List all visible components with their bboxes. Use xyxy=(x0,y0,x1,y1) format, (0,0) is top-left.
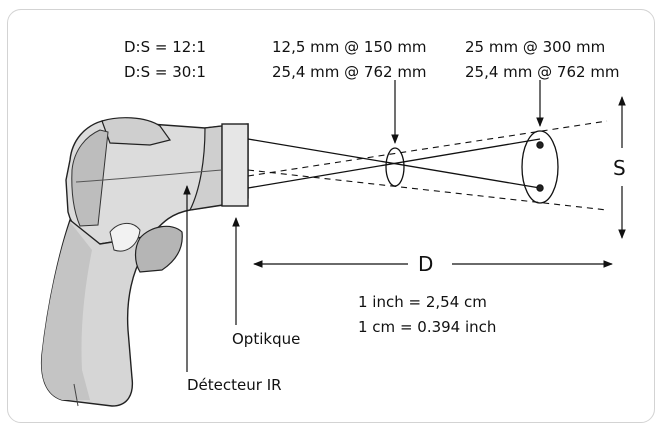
distance-label: D xyxy=(418,252,433,276)
far-spot-point-lower xyxy=(536,184,544,192)
optics-label: Optikque xyxy=(232,330,300,348)
detector-label: Détecteur IR xyxy=(187,376,282,394)
trigger-guard xyxy=(109,223,141,252)
beam-lines xyxy=(247,120,608,211)
beam-30-upper xyxy=(247,120,608,177)
gun-top xyxy=(101,117,172,146)
thermometer-illustration xyxy=(40,117,249,407)
inch-to-cm-label: 1 inch = 2,54 cm xyxy=(358,293,487,311)
ratio-12-label: D:S = 12:1 xyxy=(124,38,206,56)
far-spot-ellipse xyxy=(521,130,559,204)
spot-size-label: S xyxy=(613,156,626,180)
far-spot-30-label: 25,4 mm @ 762 mm xyxy=(465,63,620,81)
cm-to-inch-label: 1 cm = 0.394 inch xyxy=(358,318,496,336)
trigger xyxy=(134,225,183,273)
beam-30-lower xyxy=(247,169,608,211)
gun-nose xyxy=(188,125,223,211)
beam-12-lower xyxy=(247,138,541,189)
spec-labels: D:S = 12:1 D:S = 30:1 12,5 mm @ 150 mm 2… xyxy=(124,38,620,81)
gun-side-panel xyxy=(71,129,109,227)
gun-handle-shade xyxy=(41,222,92,400)
near-spot-12-label: 12,5 mm @ 150 mm xyxy=(272,38,427,56)
optics-lens-housing xyxy=(221,123,249,207)
near-spot-30-label: 25,4 mm @ 762 mm xyxy=(272,63,427,81)
ratio-30-label: D:S = 30:1 xyxy=(124,63,206,81)
far-spot-point-upper xyxy=(536,141,544,149)
gun-contour xyxy=(75,169,223,183)
near-spot-ellipse xyxy=(385,147,405,187)
far-spot-12-label: 25 mm @ 300 mm xyxy=(465,38,605,56)
pointer-arrows xyxy=(183,80,626,372)
